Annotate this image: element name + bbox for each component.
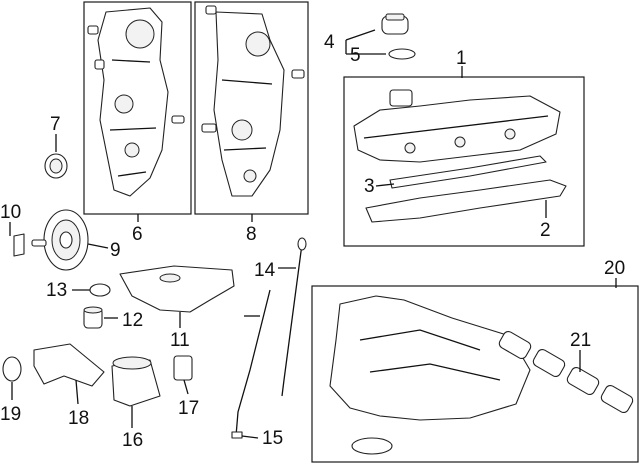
- oil-pan-part: [119, 265, 235, 313]
- leader-9: [87, 243, 109, 249]
- leader-18: [75, 379, 79, 405]
- callout-15: 15: [262, 428, 283, 449]
- timing-cover-front-part: [87, 7, 185, 197]
- callout-13: 13: [46, 280, 67, 301]
- callout-16: 16: [122, 430, 143, 451]
- callout-18: 18: [68, 408, 89, 429]
- callout-21: 21: [570, 330, 591, 351]
- callout-2: 2: [540, 220, 551, 241]
- oil-cooler-housing-part: [33, 343, 105, 387]
- callout-3: 3: [364, 176, 375, 197]
- timing-cover-rear-part: [201, 5, 305, 197]
- leader-3: [375, 183, 395, 187]
- pulley-bolt-part: [13, 233, 47, 257]
- leader-17: [183, 379, 189, 395]
- callout-19: 19: [0, 404, 21, 425]
- oil-filter-part: [111, 356, 161, 407]
- filter-fitting-part: [173, 355, 193, 381]
- drain-washer-part: [89, 283, 111, 297]
- valve-cover-gasket-part: [389, 155, 547, 189]
- housing-seal-part: [2, 356, 22, 382]
- callout-10: 10: [0, 202, 21, 223]
- callout-7: 7: [50, 114, 61, 135]
- callout-4: 4: [324, 32, 335, 53]
- crank-pulley-part: [43, 209, 89, 271]
- callout-17: 17: [178, 398, 199, 419]
- valve-cover-seal-part: [365, 179, 567, 223]
- leader-15: [241, 435, 259, 439]
- intake-manifold-frame: [311, 285, 639, 463]
- dipstick-part: [281, 237, 307, 397]
- valve-cover-part: [353, 89, 561, 163]
- callout-14: 14: [254, 260, 276, 281]
- callout-12: 12: [122, 310, 143, 331]
- callout-9: 9: [110, 240, 121, 261]
- leader-4-5: [345, 29, 386, 55]
- dipstick-tube-part: [231, 289, 271, 439]
- callout-5: 5: [350, 45, 361, 66]
- oil-cap-seal-part: [388, 48, 416, 60]
- callout-20: 20: [604, 258, 625, 279]
- callout-11: 11: [170, 330, 190, 351]
- manifold-gasket-part: [498, 330, 634, 414]
- valve-cover-frame: [343, 76, 585, 247]
- oil-filler-cap-part: [381, 13, 409, 35]
- drain-plug-part: [83, 306, 103, 329]
- callout-1: 1: [456, 48, 467, 69]
- intake-manifold-part: [329, 295, 531, 455]
- callout-8: 8: [246, 224, 257, 245]
- callout-6: 6: [132, 224, 143, 245]
